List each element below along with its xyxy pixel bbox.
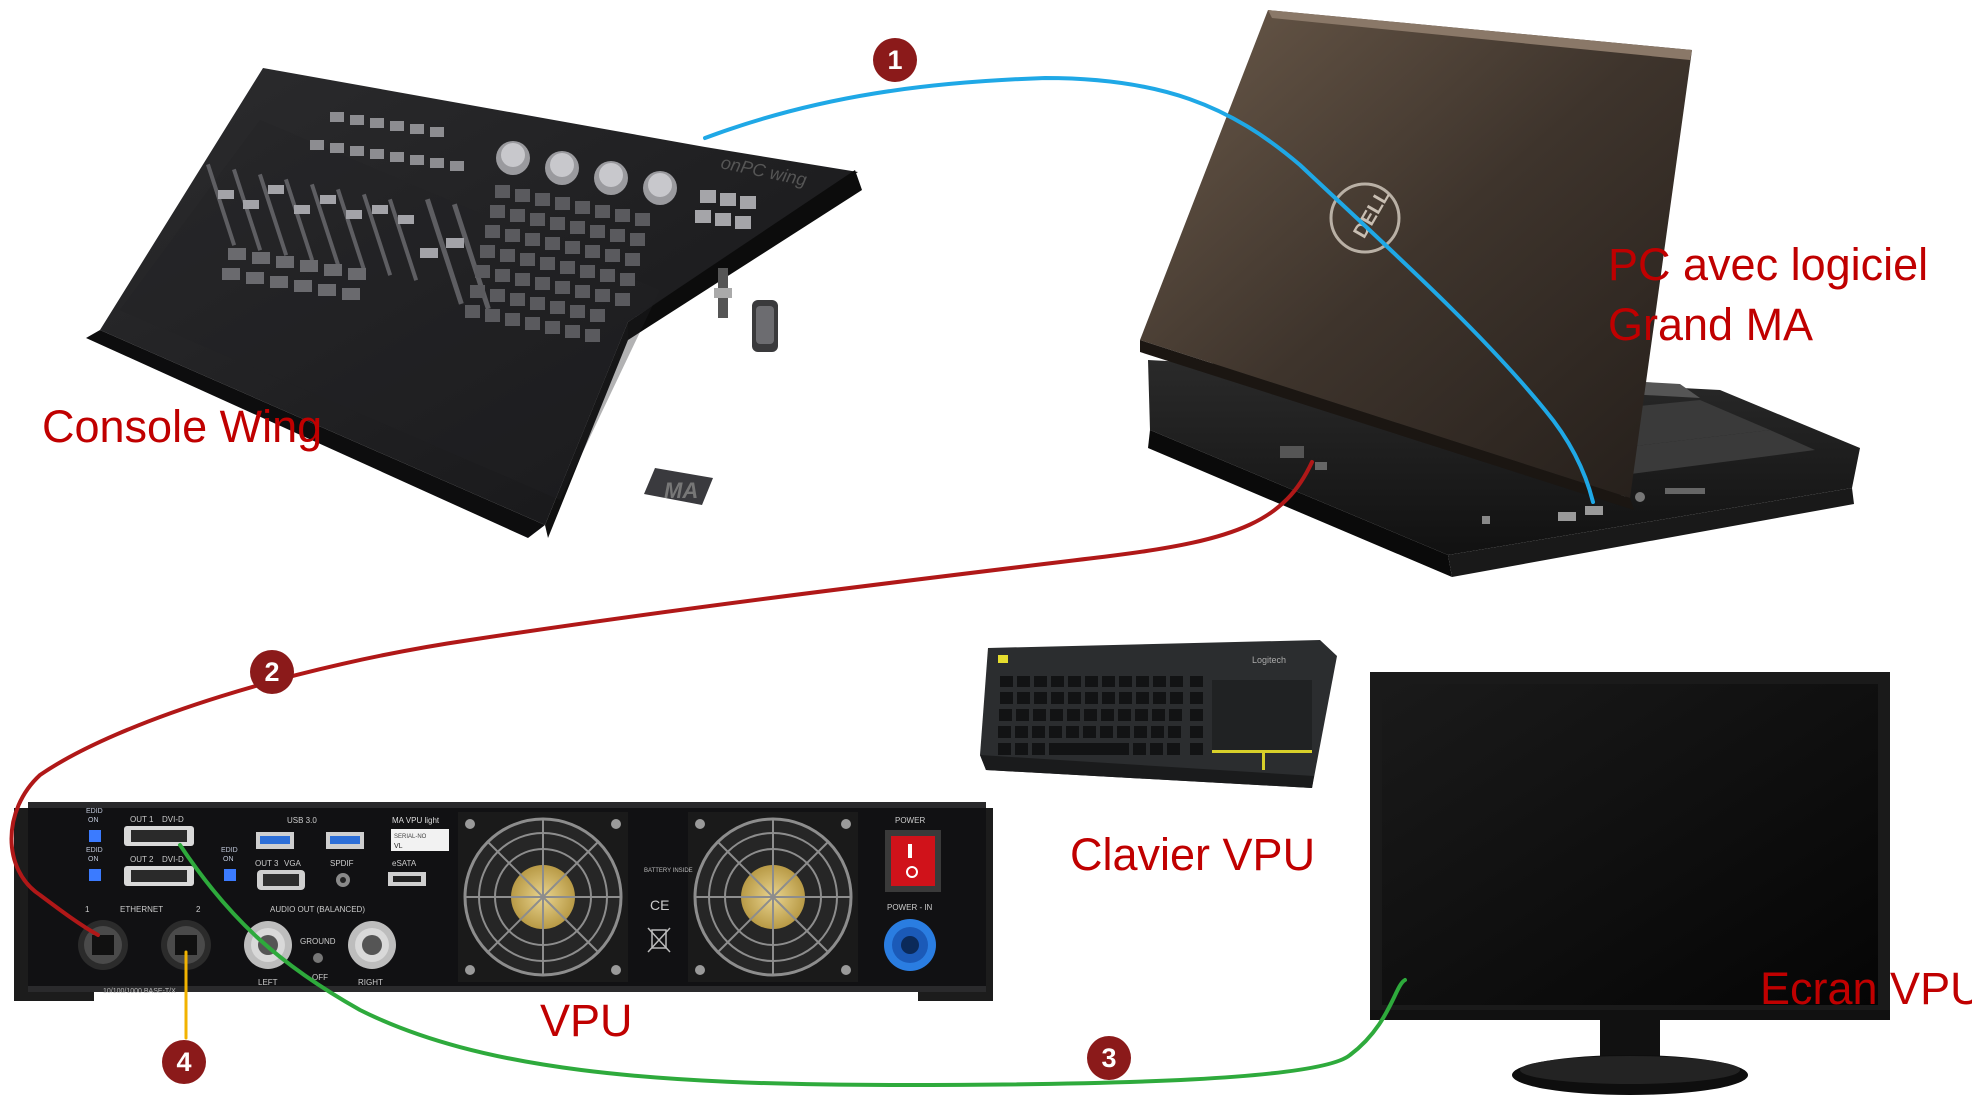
eth-speed-label: 10/100/1000 BASE-T/X (103, 988, 176, 995)
eth-port1-label: 1 (85, 905, 90, 914)
console-fader-caps (218, 185, 464, 258)
console-ma-logo: MA (644, 468, 713, 505)
edid-label-2-line2: ON (88, 856, 99, 863)
vpu-vga-output: OUT 3 VGA (255, 859, 305, 890)
vga-label: VGA (284, 859, 302, 868)
vpu-power-section: POWER POWER - IN (884, 816, 941, 971)
label-console-wing: Console Wing (42, 401, 323, 452)
keyboard-keys (998, 676, 1203, 755)
console-right-controls (695, 190, 778, 352)
keyboard-device: Logitech (980, 640, 1337, 788)
label-vpu: VPU (540, 995, 633, 1046)
vpu-usb-ports: USB 3.0 SPDIF (256, 816, 364, 887)
battery-label: BATTERY INSIDE (644, 868, 693, 874)
vpu-compliance-marks: BATTERY INSIDE CE (644, 868, 693, 953)
badge-cable-3: 3 (1087, 1036, 1131, 1080)
vpu-dvi-outputs: OUT 1 DVI-D OUT 2 DVI-D (124, 815, 194, 886)
console-wing-device: MA onPC wing (86, 68, 862, 538)
edid-label-3-line1: EDID (221, 847, 238, 854)
console-top-buttons (310, 112, 464, 171)
laptop-device: DELL (1140, 10, 1860, 577)
vpu-ethernet-ports: 1 ETHERNET 2 10/100/1000 BASE-T/X (78, 905, 211, 995)
power-in-label: POWER - IN (887, 903, 933, 912)
console-keypad (465, 185, 650, 342)
badge-cable-2: 2 (250, 650, 294, 694)
monitor-screen (1382, 684, 1878, 1005)
ground-label: GROUND (300, 937, 336, 946)
power-switch (891, 836, 935, 886)
edid-label-1-line1: EDID (86, 808, 103, 815)
serial-label: SERIAL-NO (394, 834, 427, 840)
vpu-edid-leds: EDID ON EDID ON EDID ON (86, 808, 238, 881)
esata-label: eSATA (392, 859, 417, 868)
power-label: POWER (895, 816, 925, 825)
console-executor-buttons (222, 248, 366, 300)
eth-port2-label: 2 (196, 905, 201, 914)
cable-1-line (703, 75, 1595, 504)
spdif-label: SPDIF (330, 859, 354, 868)
audio-right-label: RIGHT (358, 978, 383, 987)
monitor-device (1370, 672, 1890, 1095)
audio-out-label: AUDIO OUT (BALANCED) (270, 905, 365, 914)
ethernet-label: ETHERNET (120, 905, 163, 914)
label-pc-line1: PC avec logiciel (1608, 239, 1929, 290)
edid-label-1-line2: ON (88, 817, 99, 824)
edid-label-2-line1: EDID (86, 847, 103, 854)
keyboard-power-led (998, 655, 1008, 663)
vpu-device: EDID ON EDID ON EDID ON OUT 1 DVI-D OUT … (14, 802, 993, 1001)
keyboard-touchpad (1212, 680, 1312, 750)
badge-cable-1: 1 (873, 38, 917, 82)
out2-label: OUT 2 (130, 855, 154, 864)
badge-cable-4: 4 (162, 1040, 206, 1084)
cable-3-line (178, 843, 1407, 1088)
keyboard-brand-text: Logitech (1252, 655, 1286, 665)
ground-off-label: OFF (312, 973, 328, 982)
out1-dvi-label: DVI-D (162, 815, 184, 824)
edid-label-3-line2: ON (223, 856, 234, 863)
label-ecran-vpu: Ecran VPU (1760, 963, 1972, 1014)
console-brand-text: MA (664, 478, 698, 503)
out3-label: OUT 3 (255, 859, 279, 868)
out1-label: OUT 1 (130, 815, 154, 824)
out2-dvi-label: DVI-D (162, 855, 184, 864)
audio-left-label: LEFT (258, 978, 278, 987)
ce-mark: CE (650, 897, 669, 913)
vpu-fan-right (688, 812, 858, 982)
vpu-model-label: MA VPU light (392, 816, 440, 825)
console-faders (205, 163, 491, 310)
label-pc-line2: Grand MA (1608, 299, 1814, 350)
cables (9, 75, 1595, 1088)
label-clavier-vpu: Clavier VPU (1070, 829, 1316, 880)
vpu-serial-block: MA VPU light SERIAL-NO VL eSATA (388, 816, 449, 886)
usb-label: USB 3.0 (287, 816, 317, 825)
serial-value: VL (394, 843, 403, 850)
vpu-fan-left (458, 812, 628, 982)
cable-2-line (9, 460, 1314, 937)
console-encoders (496, 141, 677, 205)
